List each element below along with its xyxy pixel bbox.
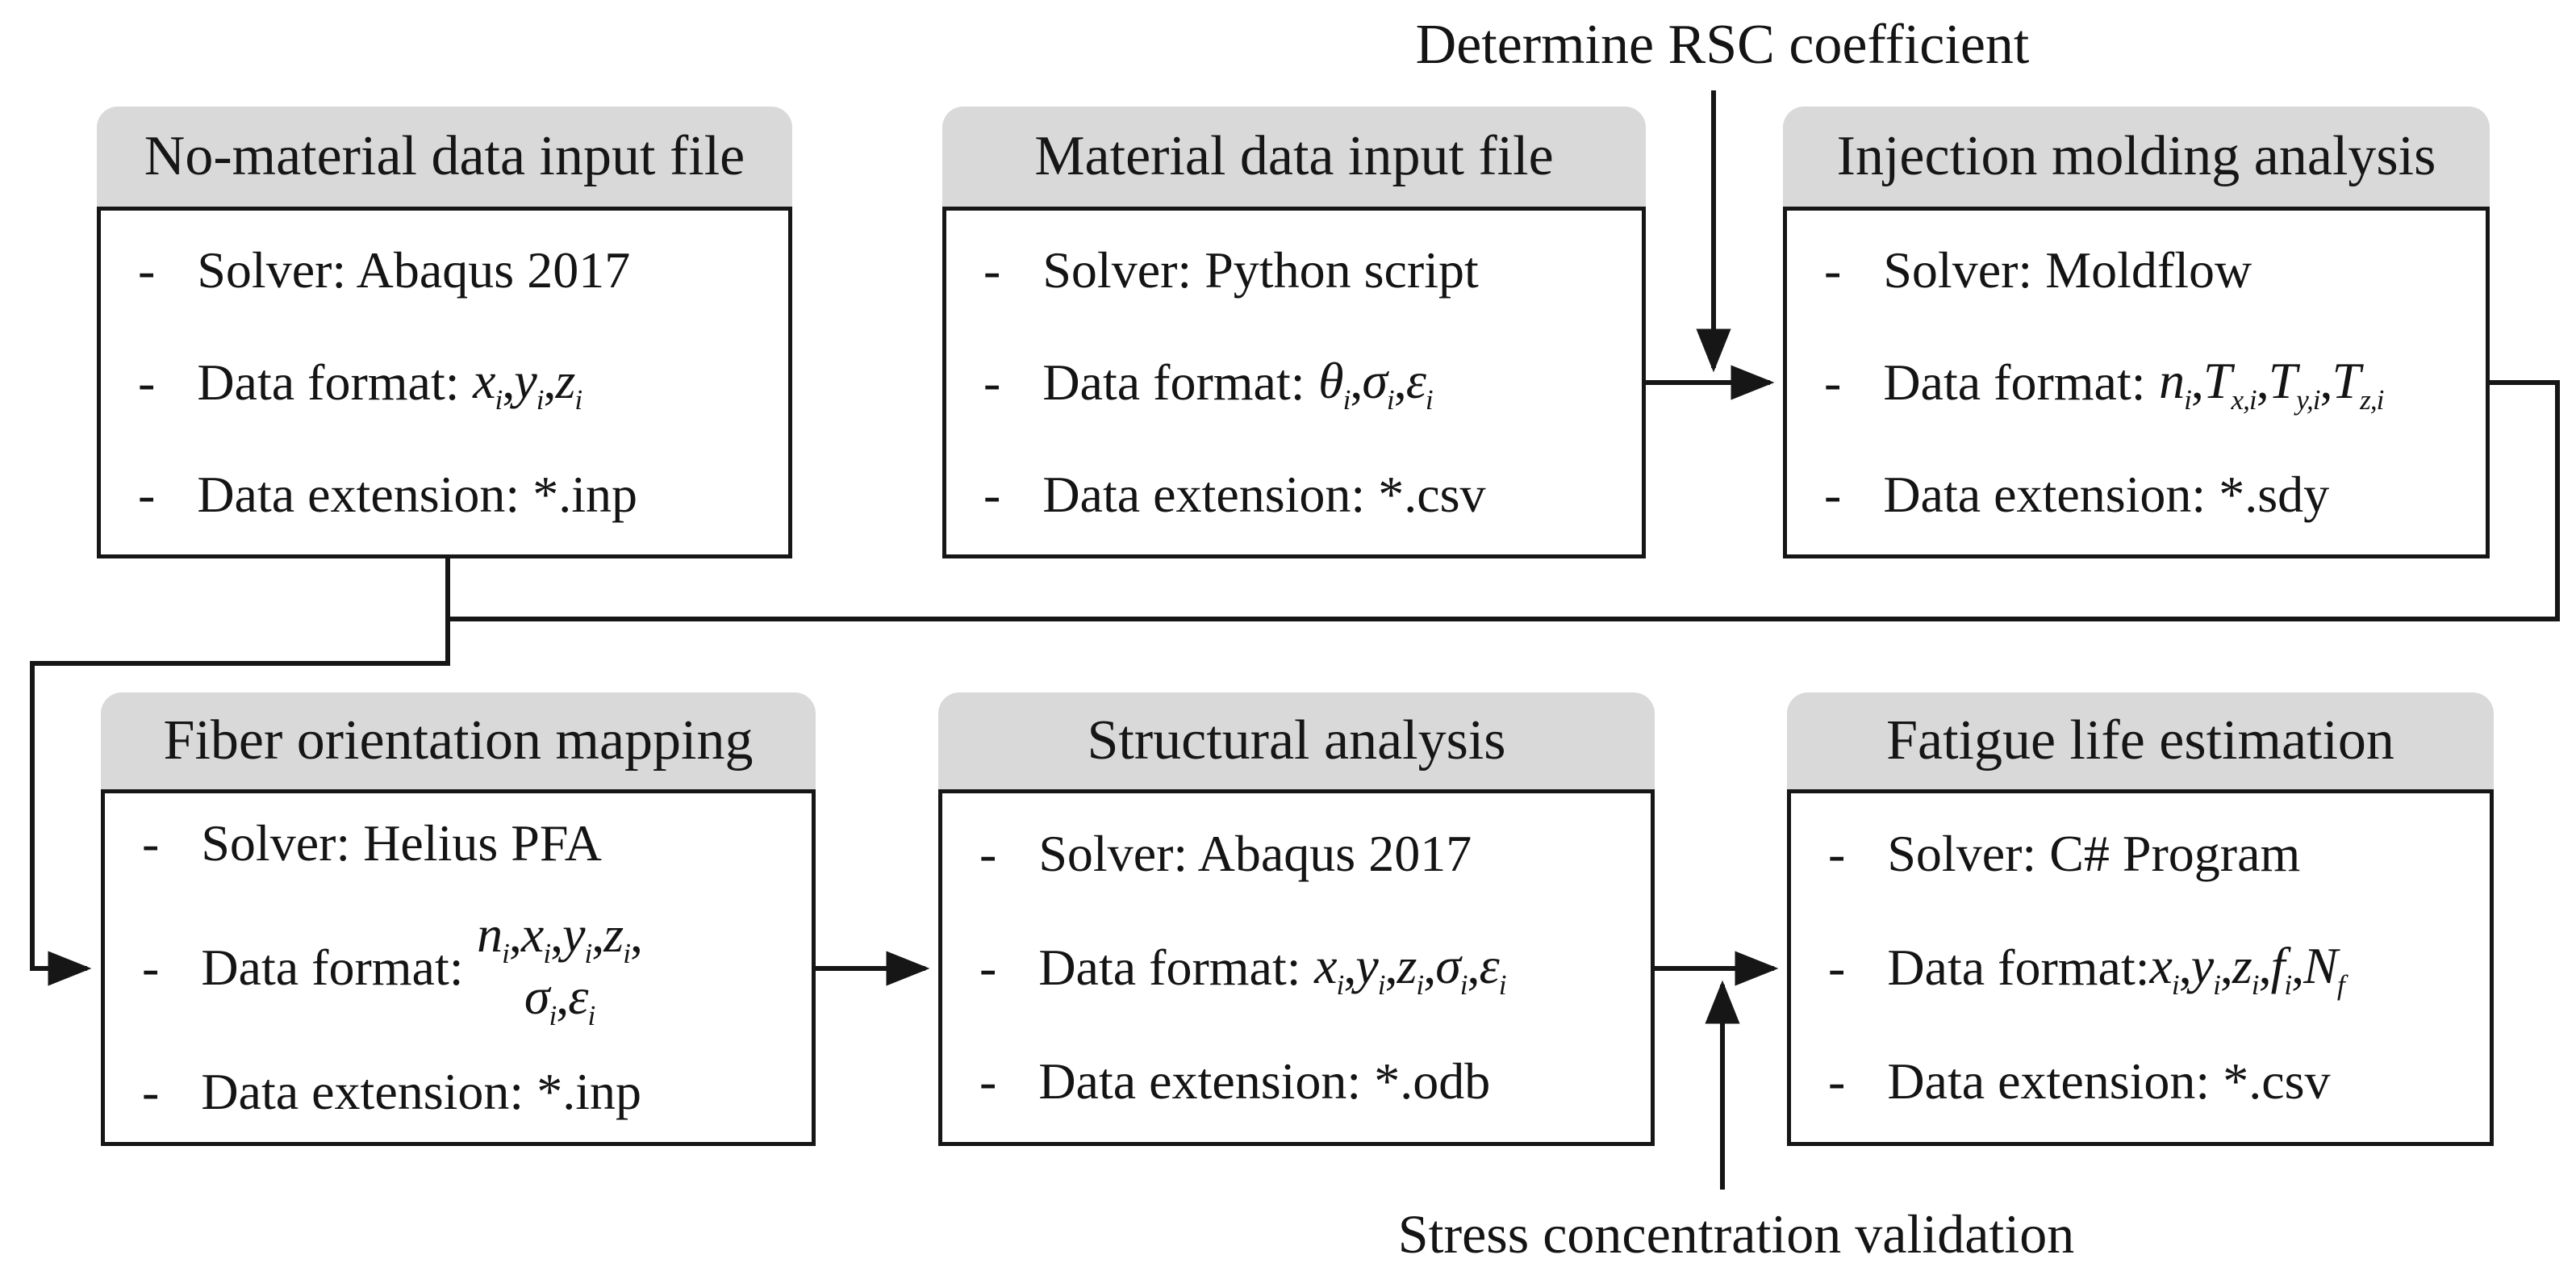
bullet-item: -Data extension: *.sdy [1787,466,2486,523]
bullet-text: Data extension: *.inp [201,1062,641,1120]
bullet-dash: - [138,465,156,523]
box-title: Fiber orientation mapping [163,709,754,772]
bullet-dash: - [138,240,156,299]
data-format-value: ni,xi,yi,zi,σi,εi [477,905,643,1031]
bullet-text: Data extension: *.odb [1038,1052,1491,1110]
box-header-injection-molding-analysis: Injection molding analysis [1783,107,2490,207]
bullet-text: Data extension: *.csv [1042,465,1486,523]
bullet-item: -Data extension: *.inp [101,466,788,523]
data-format-value: xi,yi,zi,σi,εi [1314,936,1506,1001]
bullet-dash: - [979,1052,997,1110]
bullet-item: -Data format:ni,xi,yi,zi,σi,εi [105,905,812,1030]
box-body-structural-analysis: -Solver: Abaqus 2017-Data format:xi,yi,z… [938,789,1655,1146]
bullet-text: Solver: Helius PFA [201,813,602,872]
annotation-stress-concentration-validation: Stress concentration validation [1397,1203,2075,1265]
data-format-math-line: θi,σi,εi [1318,351,1434,416]
data-format-label: Data format: [1042,353,1305,411]
box-title: Fatigue life estimation [1886,709,2394,772]
data-format-math-line: xi,yi,zi [473,351,582,416]
box-title: Structural analysis [1087,709,1506,772]
bullet-item: -Solver: Helius PFA [105,813,812,872]
bullet-dash: - [1824,353,1842,411]
bullet-dash: - [142,813,160,872]
box-body-fatigue-life-estimation: -Solver: C# Program-Data format:xi,yi,zi… [1787,789,2494,1146]
bullet-text: Solver: Abaqus 2017 [1038,824,1472,882]
box-header-material-data-input-file: Material data input file [942,107,1646,207]
bullet-dash: - [138,353,156,411]
bullet-item: -Data format:θi,σi,εi [946,352,1642,414]
data-format-math-line: xi,yi,zi,σi,εi [1314,936,1506,1001]
data-format-value: θi,σi,εi [1318,351,1434,416]
bullet-item: -Data extension: *.inp [105,1062,812,1120]
bullet-dash: - [979,824,997,882]
bullet-item: -Solver: Abaqus 2017 [942,824,1651,882]
bullet-item: -Data format:xi,yi,zi [101,352,788,414]
bullet-dash: - [1824,240,1842,299]
box-material-data-input-file: Material data input file-Solver: Python … [942,107,1646,558]
bullet-text: Solver: Abaqus 2017 [197,240,631,299]
bullet-item: -Data extension: *.csv [946,466,1642,523]
box-title: Material data input file [1034,125,1554,187]
connector-injection-wraparound [448,380,2560,621]
data-format-value: xi,yi,zi,fi,Nf [2149,936,2345,1001]
data-format-math-line: ni,Tx,i,Ty,i,Tz,i [2159,351,2384,416]
box-header-no-material-data-input-file: No-material data input file [97,107,792,207]
bullet-dash: - [979,938,997,996]
bullet-item: -Solver: Abaqus 2017 [101,240,788,299]
box-body-material-data-input-file: -Solver: Python script-Data format:θi,σi… [942,207,1646,558]
data-format-label: Data format: [1038,938,1301,996]
data-format-value: ni,Tx,i,Ty,i,Tz,i [2159,351,2384,416]
box-fiber-orientation-mapping: Fiber orientation mapping-Solver: Helius… [101,692,816,1146]
data-format-value: xi,yi,zi [473,352,582,414]
bullet-dash: - [983,353,1001,411]
box-no-material-data-input-file: No-material data input file-Solver: Abaq… [97,107,792,558]
bullet-dash: - [142,938,160,996]
data-format-math-line: σi,εi [524,967,595,1031]
box-body-no-material-data-input-file: -Solver: Abaqus 2017-Data format:xi,yi,z… [97,207,792,558]
box-header-fatigue-life-estimation: Fatigue life estimation [1787,692,2494,789]
data-format-math-line: xi,yi,zi,fi,Nf [2149,936,2345,1001]
data-format-label: Data format: [1887,938,2150,996]
bullet-text: Solver: Moldflow [1883,240,2252,299]
bullet-text: Data extension: *.csv [1887,1052,2331,1110]
bullet-dash: - [983,465,1001,523]
bullet-text: Solver: C# Program [1887,824,2301,882]
box-title: No-material data input file [144,125,745,187]
box-header-structural-analysis: Structural analysis [938,692,1655,789]
bullet-item: -Solver: Python script [946,240,1642,299]
bullet-dash: - [1828,1052,1846,1110]
bullet-item: -Data format:xi,yi,zi,fi,Nf [1791,937,2490,999]
bullet-item: -Solver: C# Program [1791,824,2490,882]
bullet-text: Data extension: *.inp [197,465,637,523]
bullet-dash: - [1824,465,1842,523]
bullet-text: Solver: Python script [1042,240,1479,299]
bullet-item: -Data extension: *.csv [1791,1052,2490,1110]
annotation-determine-rsc-coefficient: Determine RSC coefficient [1415,14,2030,76]
data-format-label: Data format: [1883,353,2146,411]
bullet-item: -Data extension: *.odb [942,1052,1651,1110]
data-format-label: Data format: [201,938,464,996]
bullet-dash: - [1828,938,1846,996]
data-format-label: Data format: [197,353,460,411]
bullet-dash: - [983,240,1001,299]
box-title: Injection molding analysis [1836,125,2436,187]
bullet-dash: - [1828,824,1846,882]
box-body-fiber-orientation-mapping: -Solver: Helius PFA-Data format:ni,xi,yi… [101,789,816,1146]
bullet-item: -Data format:xi,yi,zi,σi,εi [942,937,1651,999]
bullet-text: Data extension: *.sdy [1883,465,2330,523]
connector-nomaterial-to-fiber [30,557,450,986]
box-injection-molding-analysis: Injection molding analysis-Solver: Moldf… [1783,107,2490,558]
box-fatigue-life-estimation: Fatigue life estimation-Solver: C# Progr… [1787,692,2494,1146]
bullet-dash: - [142,1062,160,1120]
data-format-math-line: ni,xi,yi,zi, [477,905,643,969]
box-header-fiber-orientation-mapping: Fiber orientation mapping [101,692,816,789]
bullet-item: -Data format:ni,Tx,i,Ty,i,Tz,i [1787,352,2486,414]
bullet-item: -Solver: Moldflow [1787,240,2486,299]
box-structural-analysis: Structural analysis-Solver: Abaqus 2017-… [938,692,1655,1146]
box-body-injection-molding-analysis: -Solver: Moldflow-Data format:ni,Tx,i,Ty… [1783,207,2490,558]
